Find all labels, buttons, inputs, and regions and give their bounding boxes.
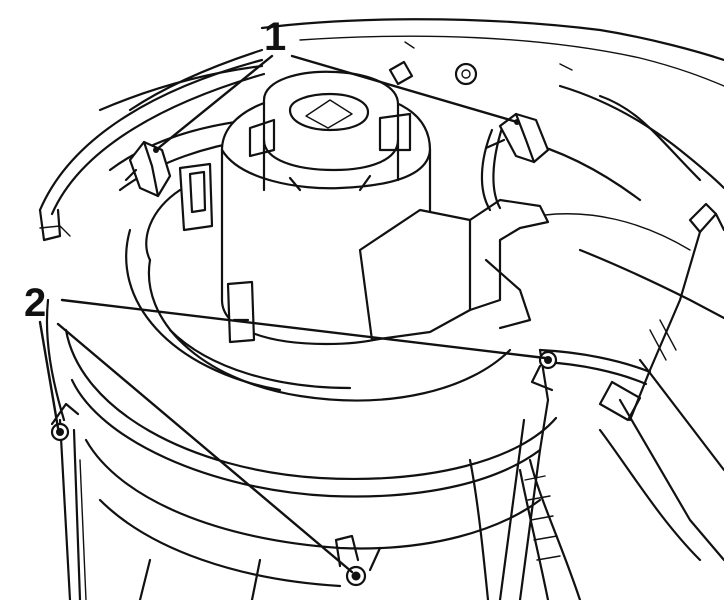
- leader-2-right: [60, 298, 547, 360]
- right-bracket: [598, 202, 724, 562]
- screw-right: [530, 350, 558, 392]
- leader-1-right: [290, 54, 519, 124]
- blower-housing: [38, 58, 558, 600]
- callout-1: 1: [264, 15, 286, 59]
- leader-lines: [38, 54, 547, 574]
- clip-right: [484, 112, 550, 164]
- wire-harness: [468, 126, 652, 600]
- fan-motor: [178, 70, 550, 346]
- clip-left: [124, 140, 172, 198]
- body-panel: [260, 18, 724, 320]
- cable: [39, 48, 264, 600]
- screw-bottom: [334, 534, 382, 587]
- leader-2-left: [38, 320, 60, 430]
- callout-2: 2: [24, 281, 46, 325]
- leader-2-bottom: [56, 322, 354, 574]
- leader-1-left: [154, 54, 274, 152]
